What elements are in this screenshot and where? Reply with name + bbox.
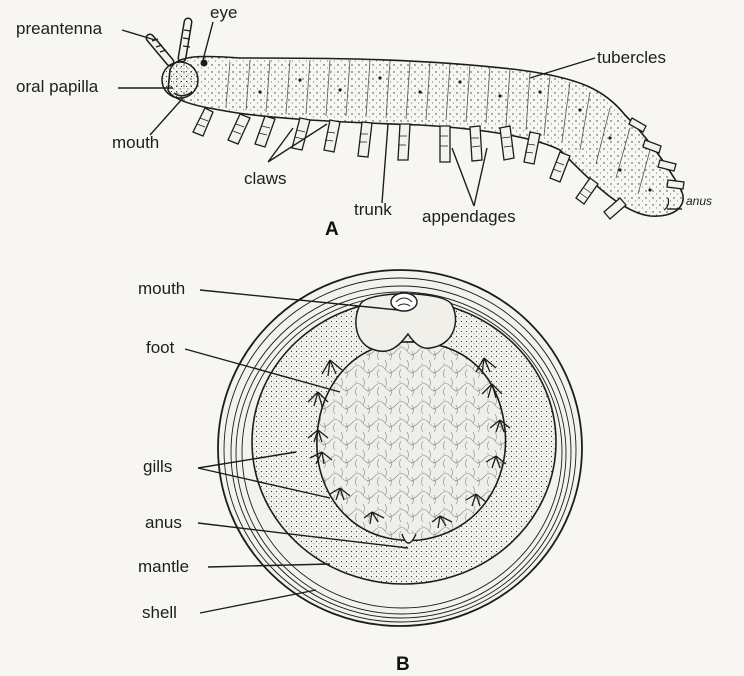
label-anus-b: anus <box>145 514 182 531</box>
worm-body <box>168 56 683 216</box>
label-trunk: trunk <box>354 201 392 218</box>
label-mouth-a: mouth <box>112 134 159 151</box>
label-tubercles: tubercles <box>597 49 666 66</box>
figure-a-caption: A <box>325 219 339 241</box>
label-gills: gills <box>143 458 172 475</box>
foot-shape <box>317 342 506 540</box>
label-appendages: appendages <box>422 208 516 225</box>
label-anus-a: anus <box>686 195 712 207</box>
label-claws: claws <box>244 170 287 187</box>
label-mantle: mantle <box>138 558 189 575</box>
figure-b-chiton <box>218 270 582 626</box>
eye-dot <box>201 60 208 67</box>
mouth-shape <box>391 293 417 311</box>
label-oral-papilla: oral papilla <box>16 78 98 95</box>
label-shell: shell <box>142 604 177 621</box>
label-foot: foot <box>146 339 174 356</box>
label-preantenna: preantenna <box>16 20 102 37</box>
label-mouth-b: mouth <box>138 280 185 297</box>
label-eye: eye <box>210 4 237 21</box>
